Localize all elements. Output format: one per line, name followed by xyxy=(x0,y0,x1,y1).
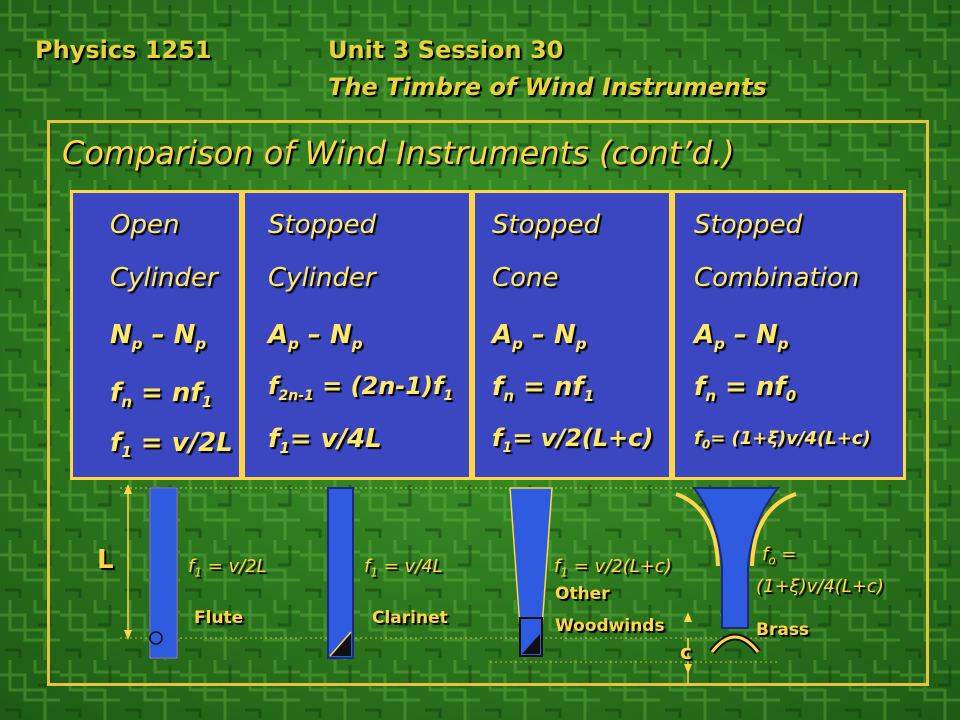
panel-1-fn: fn = nf1 xyxy=(110,378,213,412)
panel-open-cylinder xyxy=(70,190,242,480)
clarinet-label: Clarinet xyxy=(372,608,448,628)
flute-formula: f1 = v/2L xyxy=(188,556,267,580)
woodwinds-formula: f1 = v/2(L+c) xyxy=(554,556,672,580)
panel-1-nodes: Np – Np xyxy=(110,320,207,354)
panel-4-line2: Combination xyxy=(694,263,860,293)
panel-1-line1: Open xyxy=(110,210,180,240)
panel-2-fn: f2n-1 = (2n-1)f1 xyxy=(268,372,454,404)
panel-3-fn: fn = nf1 xyxy=(492,372,595,406)
length-label: L xyxy=(97,545,114,575)
panel-1-line2: Cylinder xyxy=(110,263,218,293)
panel-stopped-cone xyxy=(472,190,672,480)
brass-tube xyxy=(675,487,797,655)
panel-4-f0: f0= (1+ξ)v/4(L+c) xyxy=(694,428,871,452)
session-subtitle: The Timbre of Wind Instruments xyxy=(328,73,767,101)
panel-3-nodes: Ap – Np xyxy=(492,320,587,354)
woodwinds-label-line2: Woodwinds xyxy=(555,616,665,636)
panel-4-fn: fn = nf0 xyxy=(694,372,797,406)
panel-2-line1: Stopped xyxy=(268,210,377,240)
panel-1-f1: f1 = v/2L xyxy=(110,428,233,462)
clarinet-tube xyxy=(327,487,354,659)
flute-tube xyxy=(149,487,178,659)
panel-2-nodes: Ap – Np xyxy=(268,320,363,354)
woodwinds-label-line1: Other xyxy=(555,584,610,604)
cone-tube xyxy=(509,487,553,657)
panel-2-line2: Cylinder xyxy=(268,263,376,293)
brass-formula: fo = xyxy=(762,544,797,568)
brass-formula-line2: (1+ξ)v/4(L+c) xyxy=(756,576,884,597)
panel-3-line2: Cone xyxy=(492,263,559,293)
slide-title: Comparison of Wind Instruments (cont’d.) xyxy=(62,134,735,172)
clarinet-formula: f1 = v/4L xyxy=(364,556,443,580)
course-label: Physics 1251 xyxy=(35,36,212,64)
panel-4-nodes: Ap – Np xyxy=(694,320,789,354)
panel-stopped-cylinder xyxy=(242,190,472,480)
length-dimension xyxy=(120,484,780,663)
panel-2-f1: f1= v/4L xyxy=(268,424,382,458)
unit-label: Unit 3 Session 30 xyxy=(328,36,564,64)
flute-label: Flute xyxy=(194,608,244,628)
panel-4-line1: Stopped xyxy=(694,210,803,240)
content-frame xyxy=(47,120,929,686)
brass-label: Brass xyxy=(756,620,810,640)
end-correction-label: c xyxy=(680,640,692,664)
panel-3-f1: f1= v/2(L+c) xyxy=(492,424,654,456)
panel-3-line1: Stopped xyxy=(492,210,601,240)
end-correction-dimension xyxy=(684,612,692,684)
panel-stopped-combination xyxy=(672,190,906,480)
